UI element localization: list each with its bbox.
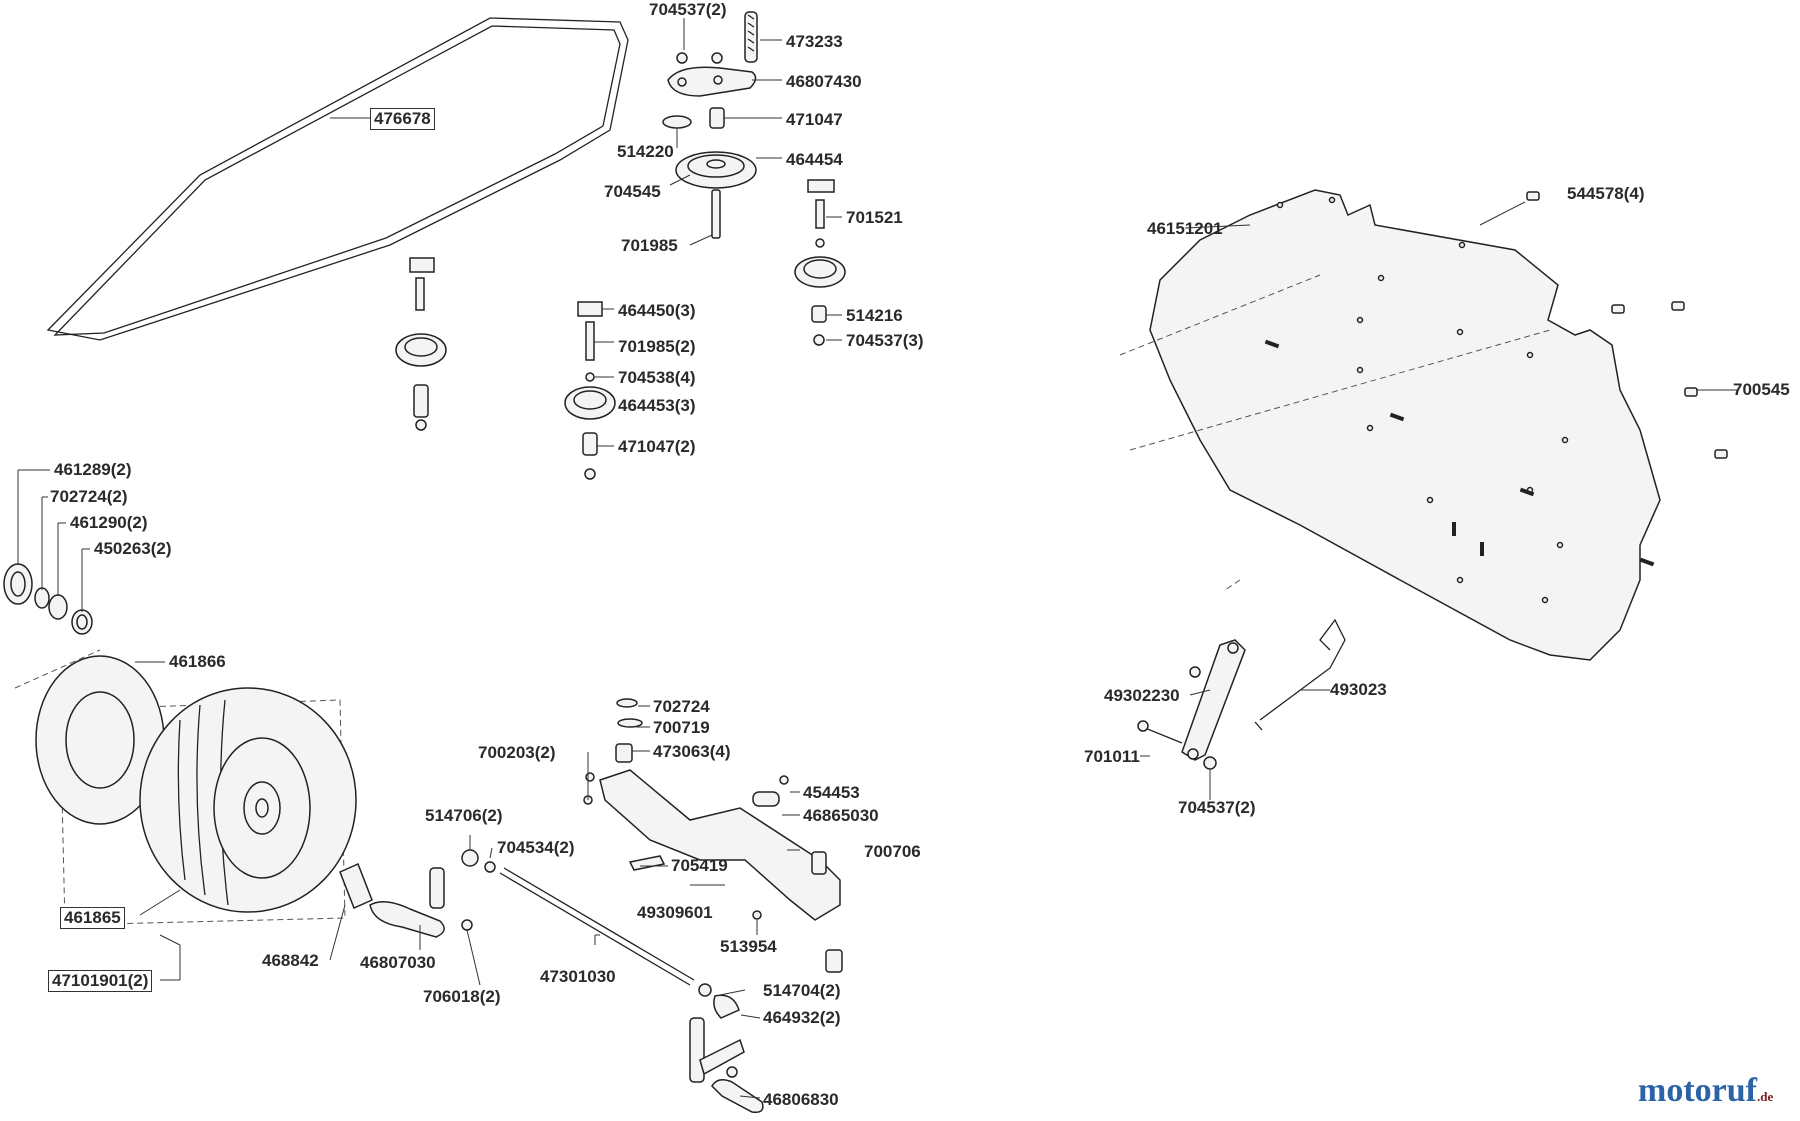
label-cap-454453: 454453: [803, 783, 860, 802]
front-axle: [583, 698, 843, 973]
label-washer-704538: 704538(4): [618, 368, 696, 387]
label-bolt-701011: 701011: [1084, 747, 1140, 766]
label-bolt-544578: 544578(4): [1567, 184, 1645, 203]
label-washer-461290: 461290(2): [70, 513, 148, 532]
label-washer-700719: 700719: [653, 718, 710, 737]
label-washer-514220: 514220: [617, 142, 674, 161]
bearing-set: [3, 563, 93, 635]
idler-stack: [662, 11, 758, 239]
leader-lines: [17, 18, 1738, 1099]
label-ball-joint-514704: 514704(2): [763, 981, 841, 1000]
label-spacer-514216: 514216: [846, 306, 903, 325]
watermark-brand: motoruf: [1638, 1072, 1757, 1109]
deck-plate: [1119, 189, 1728, 661]
pulley-stack-left: [395, 257, 447, 431]
label-bolt-701985: 701985: [621, 236, 678, 255]
label-spring: 473233: [786, 32, 843, 51]
label-pulley-464453: 464453(3): [618, 396, 696, 415]
label-nut-704537-2b: 704537(2): [1178, 798, 1256, 817]
label-spindle-46807030: 46807030: [360, 953, 436, 972]
pulley-stack-middle: [564, 301, 616, 480]
label-bearing-468842: 468842: [262, 951, 319, 970]
label-pin-705419: 705419: [671, 856, 728, 875]
label-spacer-471047-2: 471047(2): [618, 437, 696, 456]
label-guard-464450: 464450(3): [618, 301, 696, 320]
label-fitting-700706: 700706: [864, 842, 921, 861]
label-ball-joint-514706: 514706(2): [425, 806, 503, 825]
label-axle-46865030: 46865030: [803, 806, 879, 825]
label-bolt-700545: 700545: [1733, 380, 1790, 399]
label-belt: 476678: [370, 108, 435, 130]
bracket-assembly: [1137, 618, 1346, 770]
watermark-logo: motoruf.de: [1638, 1072, 1773, 1110]
watermark-tld: .de: [1756, 1089, 1774, 1104]
label-clip-702724: 702724: [653, 697, 710, 716]
label-nut-704537-3: 704537(3): [846, 331, 924, 350]
label-axle-49309601: 49309601: [637, 903, 713, 922]
label-nut-706018: 706018(2): [423, 987, 501, 1006]
label-bolt-513954: 513954: [720, 937, 777, 956]
label-tube-461866: 461866: [169, 652, 226, 671]
label-bearing-461289: 461289(2): [54, 460, 132, 479]
pulley-stack-right: [794, 179, 846, 346]
label-clip-702724-2: 702724(2): [50, 487, 128, 506]
label-nut-464932: 464932(2): [763, 1008, 841, 1027]
label-bracket-49302230: 49302230: [1104, 686, 1180, 705]
label-tire-461865: 461865: [60, 907, 125, 929]
label-wheel-assy: 47101901(2): [48, 970, 153, 992]
label-idler-arm: 46807430: [786, 72, 862, 91]
label-deck-plate: 46151201: [1147, 219, 1223, 238]
label-grease-700203: 700203(2): [478, 743, 556, 762]
label-spindle-46806830: 46806830: [763, 1090, 839, 1109]
label-bolt-701521: 701521: [846, 208, 903, 227]
steering-linkage: [369, 849, 764, 1114]
wheel-assembly: [14, 649, 373, 926]
label-nut-top: 704537(2): [649, 0, 727, 19]
label-bolt-701985-2: 701985(2): [618, 337, 696, 356]
label-rod-493023: 493023: [1330, 680, 1387, 699]
label-tie-rod: 47301030: [540, 967, 616, 986]
label-bushing-473063: 473063(4): [653, 742, 731, 761]
label-pulley-464454: 464454: [786, 150, 843, 169]
label-bushing-450263: 450263(2): [94, 539, 172, 558]
label-nut-704534: 704534(2): [497, 838, 575, 857]
label-bolt-704545: 704545: [604, 182, 661, 201]
drive-belt: [46, 17, 629, 341]
label-spacer-top: 471047: [786, 110, 843, 129]
